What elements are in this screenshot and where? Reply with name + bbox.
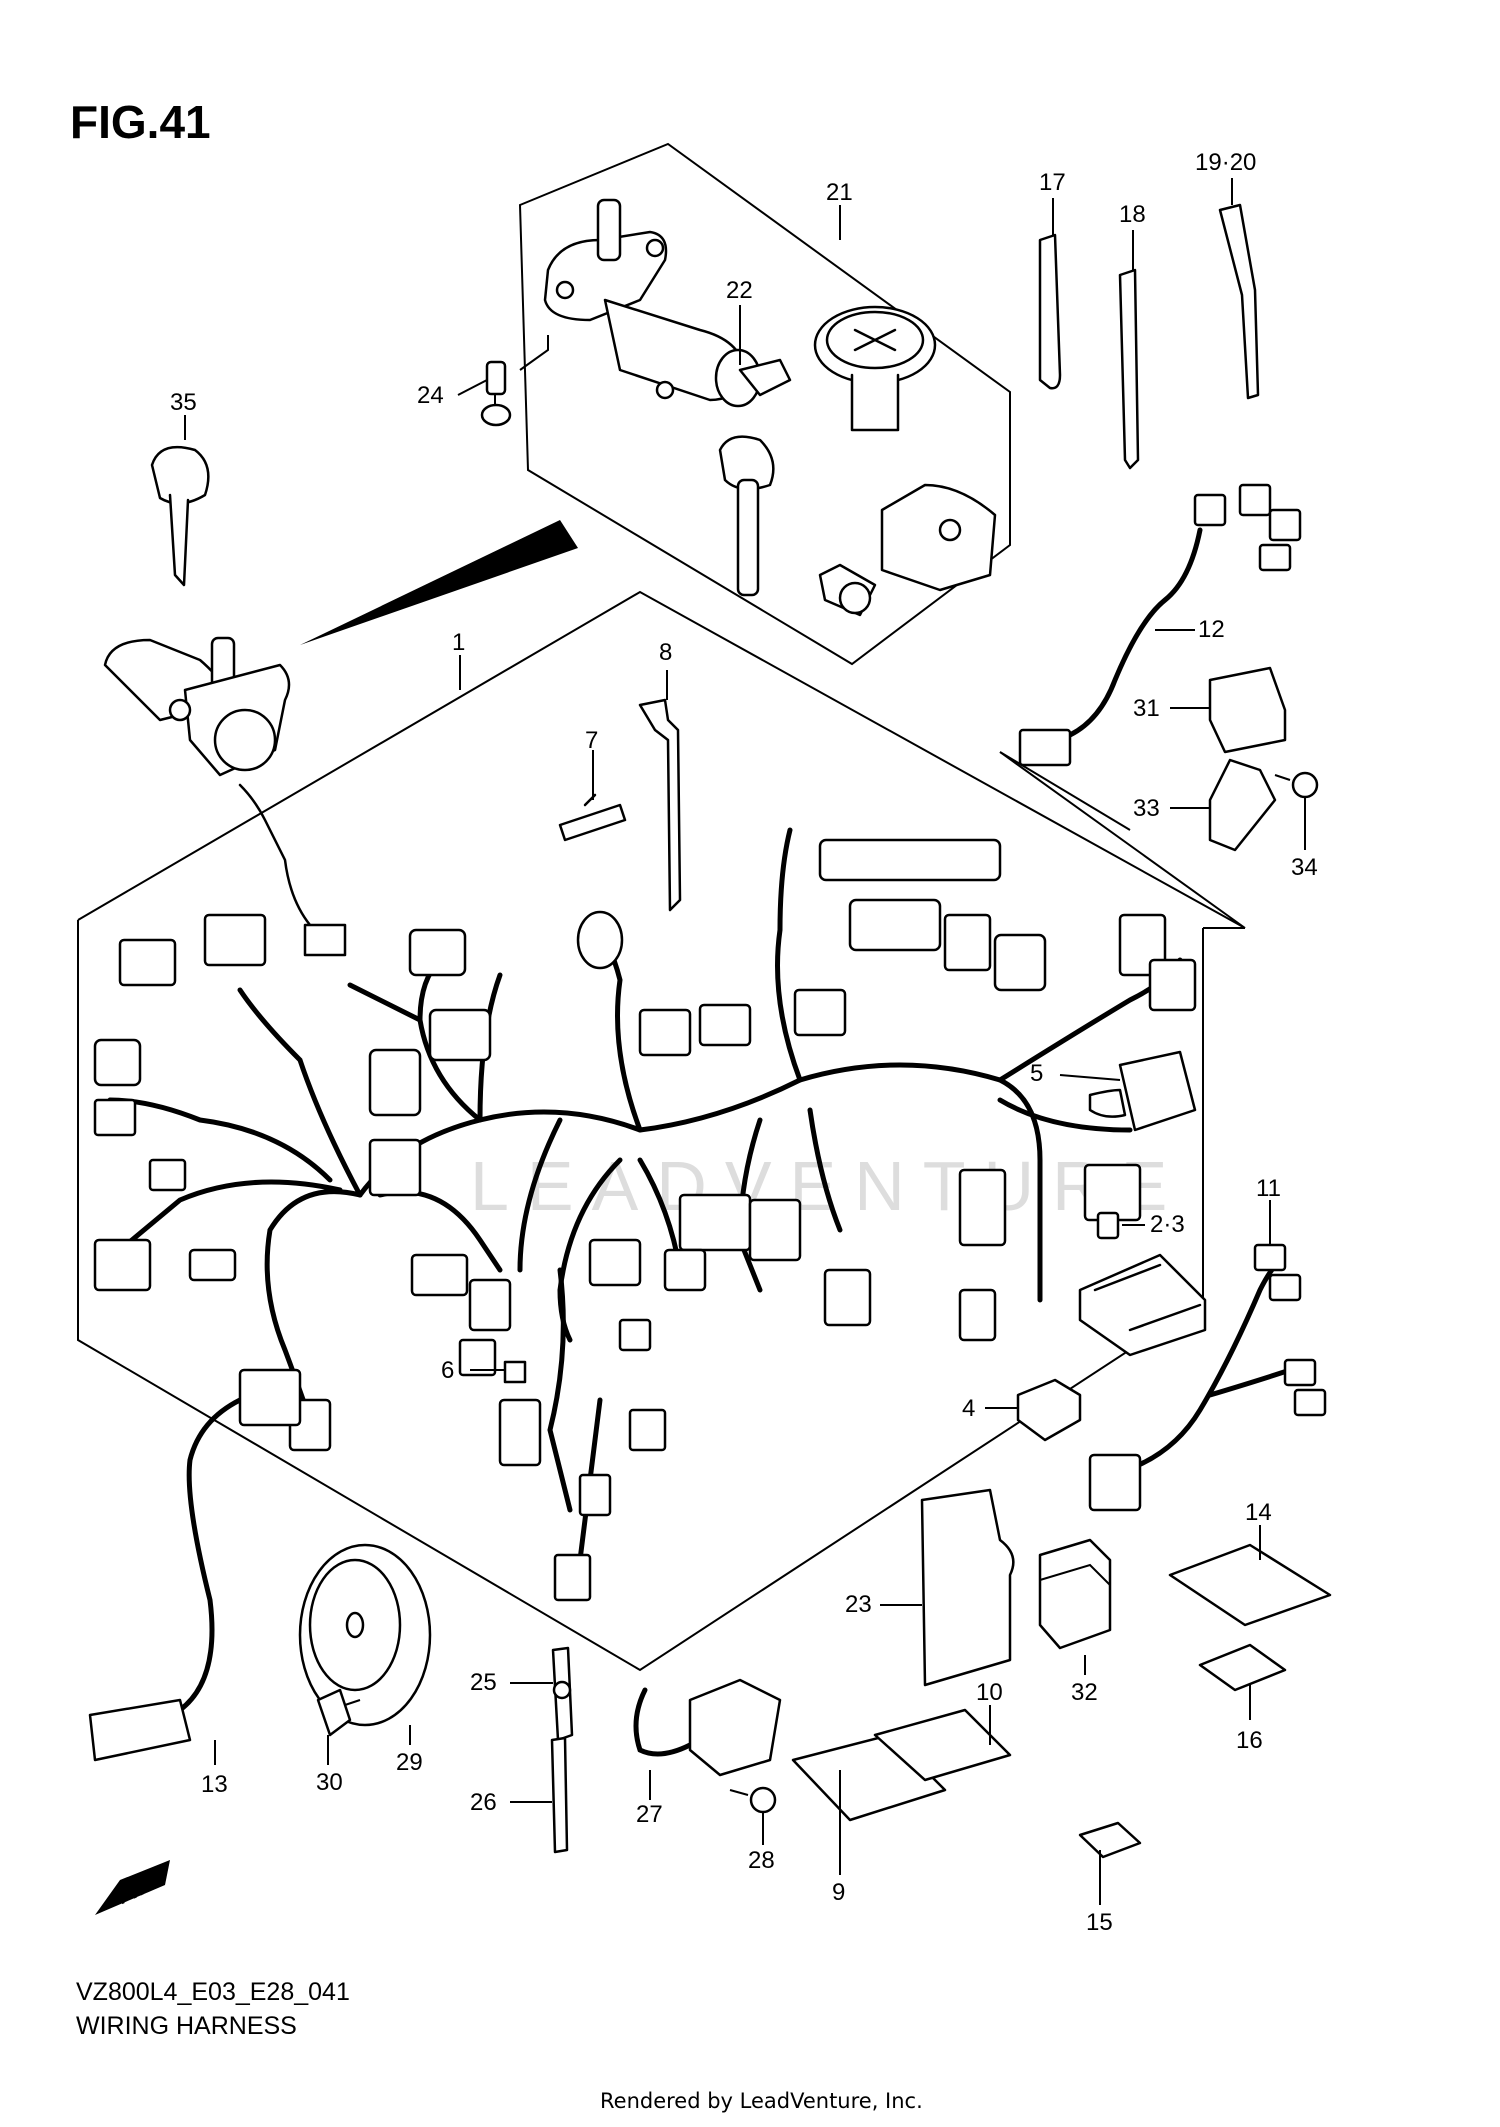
bracket-33 [1208, 758, 1277, 852]
clamp-8 [638, 698, 682, 912]
callout-10: 10 [976, 1679, 1003, 1706]
callout-22: 22 [726, 277, 753, 304]
spring-26 [550, 1736, 569, 1854]
tie-18 [1118, 268, 1140, 470]
bolt-28 [729, 1786, 777, 1814]
render-credit: Rendered by LeadVenture, Inc. [600, 2089, 923, 2113]
pad-10 [873, 1708, 1012, 1782]
fuse-box [1078, 1211, 1207, 1357]
callout-35: 35 [170, 389, 197, 416]
ignition-switch-assembly-box [518, 142, 1011, 666]
lock-cylinder [818, 563, 877, 617]
seat-lock [880, 483, 997, 592]
gasket-23 [920, 1488, 1015, 1687]
sub-harness-13 [88, 1368, 302, 1762]
callout-21: 21 [826, 179, 853, 206]
callout-4: 4 [962, 1395, 975, 1422]
leader-lines [184, 178, 1306, 1905]
callout-29: 29 [396, 1749, 423, 1776]
callout-23: 23 [845, 1591, 872, 1618]
figure-title: FIG.41 [70, 96, 211, 148]
bolt-34 [1274, 771, 1319, 799]
callout-31: 31 [1133, 695, 1160, 722]
key-35 [150, 445, 210, 587]
section-name: WIRING HARNESS [76, 2012, 297, 2040]
callout-18: 18 [1119, 201, 1146, 228]
clamp-7 [558, 793, 627, 842]
callout-33: 33 [1133, 795, 1160, 822]
clip-6 [503, 1360, 527, 1384]
callout-labels: 1 2·3 4 5 6 7 8 9 10 11 12 13 14 15 16 1… [170, 149, 1318, 1936]
bracket-line [519, 335, 549, 371]
callout-9: 9 [832, 1879, 845, 1906]
callout-32: 32 [1071, 1679, 1098, 1706]
screw-24 [480, 360, 512, 427]
harness-connectors [93, 838, 1197, 1602]
boot-5 [1088, 1050, 1197, 1132]
cap-4 [1016, 1378, 1082, 1442]
main-harness-assembly-box [77, 590, 1246, 1672]
pad-16 [1198, 1643, 1287, 1692]
sensor-27 [633, 1678, 782, 1777]
callout-25: 25 [470, 1669, 497, 1696]
callout-17: 17 [1039, 169, 1066, 196]
callout-28: 28 [748, 1847, 775, 1874]
tie-17 [1038, 233, 1062, 390]
tie-19-20 [1218, 203, 1260, 400]
switch-25 [551, 1646, 574, 1742]
callout-34: 34 [1291, 854, 1318, 881]
callout-14: 14 [1245, 1499, 1272, 1526]
callout-16: 16 [1236, 1727, 1263, 1754]
callout-27: 27 [636, 1801, 663, 1828]
sub-harness-11 [1088, 1243, 1327, 1512]
callout-24: 24 [417, 382, 444, 409]
callout-30: 30 [316, 1769, 343, 1796]
callout-19-20: 19·20 [1195, 149, 1256, 176]
wedge-pointer [300, 520, 578, 645]
sub-harness-12 [1018, 483, 1302, 767]
key-in-lock-assembly [718, 435, 775, 597]
model-code: VZ800L4_E03_E28_041 [76, 1978, 350, 2006]
fuel-cap-lock [813, 305, 937, 432]
callout-8: 8 [659, 639, 672, 666]
relay-31 [1208, 666, 1287, 754]
pad-14 [1168, 1543, 1332, 1627]
callout-12: 12 [1198, 616, 1225, 643]
relay-32 [1038, 1538, 1112, 1650]
pad-15 [1078, 1821, 1142, 1859]
callout-15: 15 [1086, 1909, 1113, 1936]
callout-7: 7 [585, 727, 598, 754]
callout-2-3: 2·3 [1150, 1211, 1185, 1238]
horn-29 [298, 1543, 432, 1727]
callout-1: 1 [452, 629, 465, 656]
callout-11: 11 [1256, 1175, 1281, 1202]
fwd-arrow-icon: FWD [95, 1860, 170, 1915]
callout-5: 5 [1030, 1060, 1043, 1087]
ignition-switch-left [103, 636, 347, 957]
ignition-switch-body [543, 198, 792, 408]
bolt-30 [316, 1688, 361, 1737]
callout-26: 26 [470, 1789, 497, 1816]
callout-6: 6 [441, 1357, 454, 1384]
callout-13: 13 [201, 1771, 228, 1798]
